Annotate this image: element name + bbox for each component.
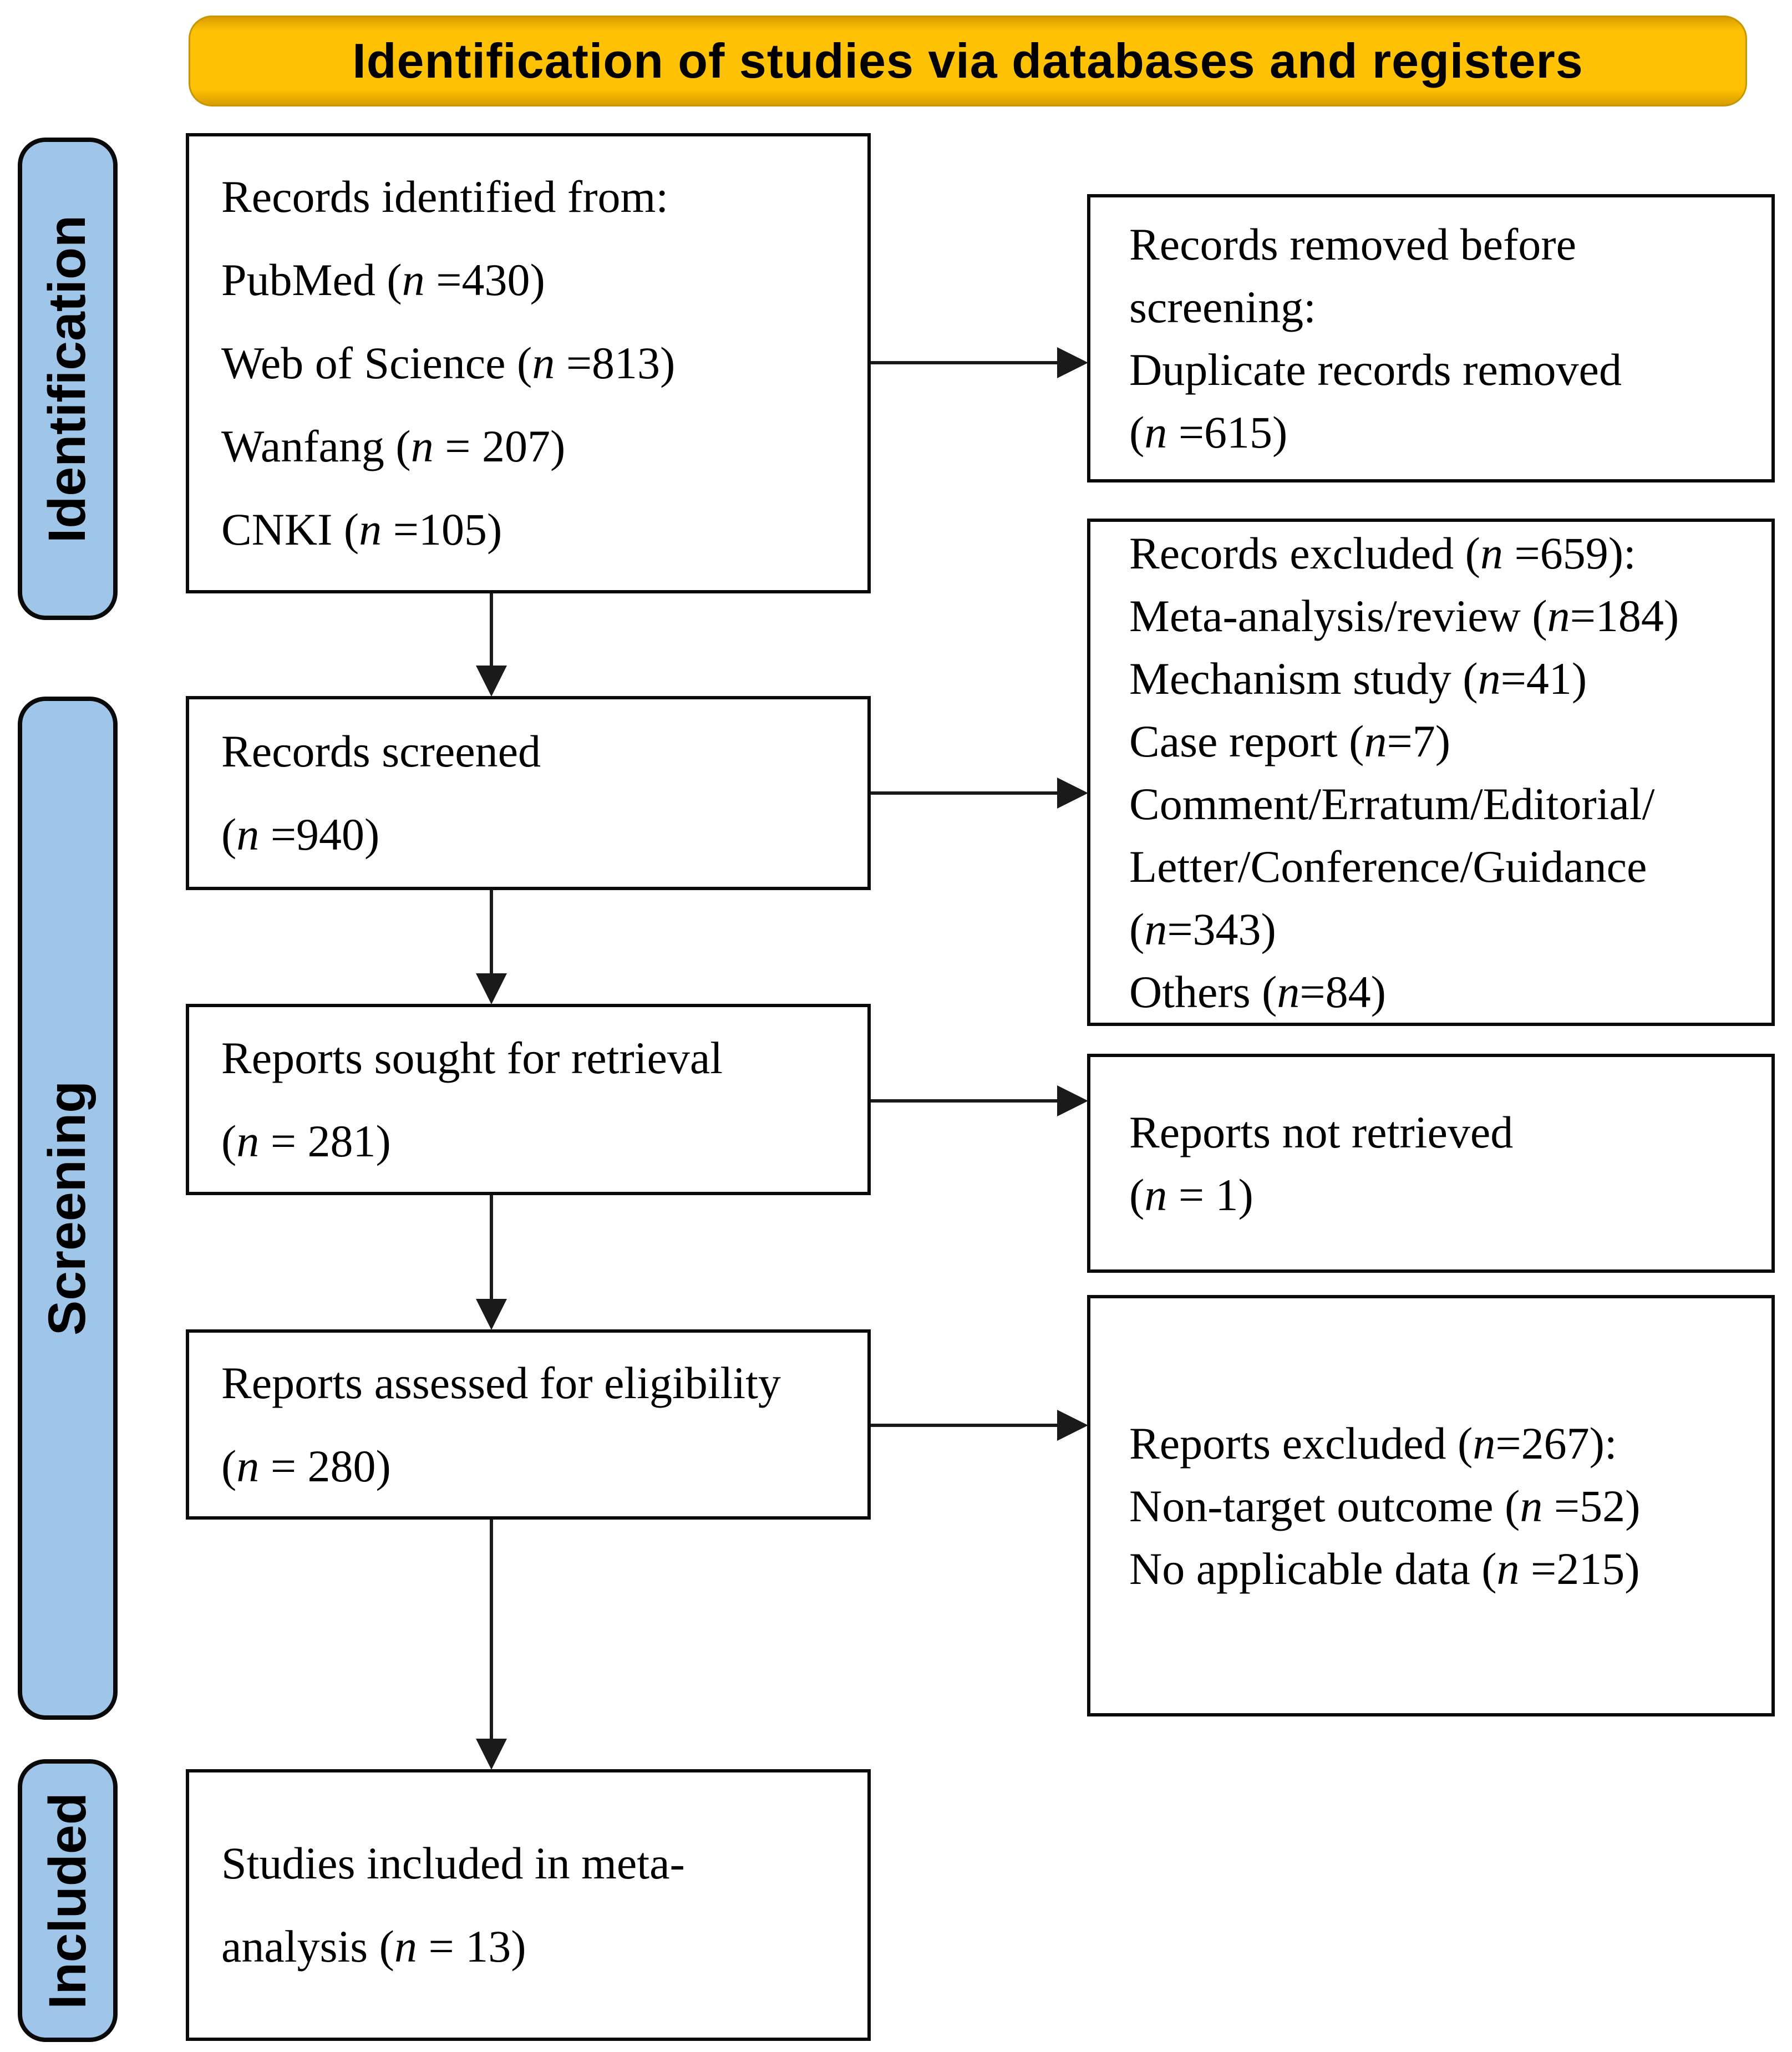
phase-label-screening: Screening — [38, 1080, 97, 1336]
banner: Identification of studies via databases … — [189, 16, 1747, 106]
arrow-sought-to-assessed-head — [476, 1299, 507, 1330]
phase-bar-screening: Screening — [18, 697, 118, 1720]
arrow-sought-to-not-retrieved-line — [871, 1099, 1059, 1103]
box-reports-not-retrieved: Reports not retrieved(n = 1) — [1087, 1054, 1775, 1273]
arrow-identified-to-removed-line — [871, 361, 1059, 364]
phase-label-included: Included — [38, 1792, 97, 2009]
arrow-identified-to-screened-head — [476, 666, 507, 697]
box-records-excluded: Records excluded (n =659):Meta-analysis/… — [1087, 519, 1775, 1026]
box-reports-assessed-text: Reports assessed for eligibility(n = 280… — [221, 1357, 781, 1491]
box-records-excluded-text: Records excluded (n =659):Meta-analysis/… — [1129, 527, 1679, 1017]
arrow-screened-to-sought-line — [490, 890, 493, 976]
box-reports-sought-text: Reports sought for retrieval(n = 281) — [221, 1032, 723, 1166]
arrow-assessed-to-reports-excluded-head — [1057, 1410, 1088, 1441]
box-records-screened: Records screened(n =940) — [186, 696, 871, 890]
arrow-sought-to-not-retrieved-head — [1057, 1085, 1088, 1116]
box-reports-assessed: Reports assessed for eligibility(n = 280… — [186, 1329, 871, 1520]
arrow-assessed-to-included-line — [490, 1520, 493, 1740]
phase-label-identification: Identification — [38, 215, 97, 543]
banner-title: Identification of studies via databases … — [352, 33, 1583, 88]
box-records-identified-text: Records identified from:PubMed (n =430)W… — [221, 171, 676, 555]
arrow-assessed-to-included-head — [476, 1739, 507, 1770]
arrow-screened-to-sought-head — [476, 973, 507, 1004]
arrow-identified-to-removed-head — [1057, 347, 1088, 378]
arrow-identified-to-screened-line — [490, 593, 493, 668]
box-reports-sought: Reports sought for retrieval(n = 281) — [186, 1004, 871, 1195]
box-records-screened-text: Records screened(n =940) — [221, 726, 541, 860]
arrow-sought-to-assessed-line — [490, 1195, 493, 1301]
box-studies-included: Studies included in meta-analysis (n = 1… — [186, 1769, 871, 2041]
phase-bar-included: Included — [18, 1759, 118, 2042]
arrow-assessed-to-reports-excluded-line — [871, 1424, 1059, 1427]
box-studies-included-text: Studies included in meta-analysis (n = 1… — [221, 1838, 685, 1972]
box-reports-excluded-text: Reports excluded (n=267):Non-target outc… — [1129, 1418, 1641, 1594]
arrow-screened-to-excluded-head — [1057, 778, 1088, 809]
box-records-identified: Records identified from:PubMed (n =430)W… — [186, 133, 871, 593]
box-reports-excluded: Reports excluded (n=267):Non-target outc… — [1087, 1295, 1775, 1716]
phase-bar-identification: Identification — [18, 138, 118, 620]
arrow-screened-to-excluded-line — [871, 791, 1059, 795]
box-reports-not-retrieved-text: Reports not retrieved(n = 1) — [1129, 1106, 1514, 1220]
